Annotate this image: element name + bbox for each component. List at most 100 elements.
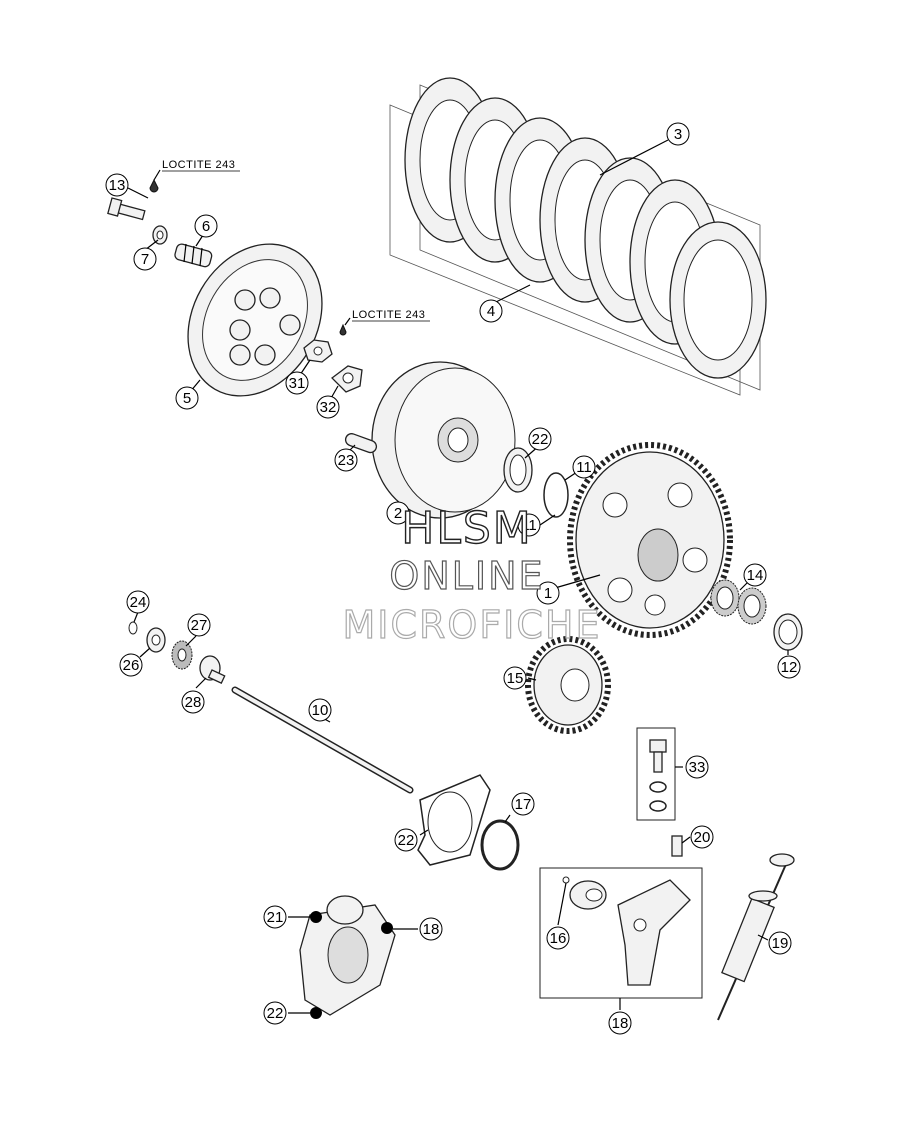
svg-text:7: 7 bbox=[141, 251, 149, 268]
bleed-nipple bbox=[671, 835, 683, 857]
callout-15: 15 bbox=[503, 666, 527, 690]
thrust-washer bbox=[503, 447, 533, 493]
callout-32: 32 bbox=[316, 395, 340, 419]
svg-text:4: 4 bbox=[487, 303, 495, 320]
watermark-line-3: MICROFICHE bbox=[342, 603, 601, 647]
callout-18: 19 bbox=[768, 931, 792, 955]
svg-text:31: 31 bbox=[289, 375, 306, 392]
callout-23: 22 bbox=[528, 427, 552, 451]
loctite-note-1: LOCTITE 243 bbox=[162, 159, 240, 172]
o-ring bbox=[480, 819, 520, 871]
needle-bearing-1 bbox=[710, 579, 740, 617]
loctite-note-2: LOCTITE 243 bbox=[352, 309, 430, 322]
small-circlip bbox=[128, 621, 138, 635]
thrust-bearing bbox=[171, 640, 193, 670]
svg-text:22: 22 bbox=[398, 832, 415, 849]
svg-text:14: 14 bbox=[747, 567, 764, 584]
clutch-plate-stack bbox=[389, 77, 767, 396]
callout-33: 33 bbox=[685, 755, 709, 779]
callout-26: 23 bbox=[334, 448, 358, 472]
svg-text:33: 33 bbox=[689, 759, 706, 776]
svg-text:26: 26 bbox=[123, 657, 140, 674]
callout-6: 6 bbox=[194, 214, 218, 238]
svg-text:17: 17 bbox=[515, 796, 532, 813]
svg-text:11: 11 bbox=[576, 459, 592, 476]
pin bbox=[344, 433, 378, 454]
loctite-drop-1 bbox=[149, 178, 159, 193]
clutch-bolt bbox=[107, 197, 146, 221]
seal-ring-2 bbox=[649, 800, 667, 812]
pressure-piece bbox=[199, 655, 226, 685]
callout-16: 18 bbox=[608, 1011, 632, 1035]
callout-13: 13 bbox=[105, 173, 129, 197]
callout-11-lower: 11 bbox=[517, 513, 541, 537]
inner-clutch-hub bbox=[371, 361, 516, 519]
svg-text:11: 11 bbox=[521, 517, 537, 534]
primary-gear bbox=[567, 442, 733, 638]
callout-22-upper: 21 bbox=[263, 905, 287, 929]
svg-text:28: 28 bbox=[185, 694, 202, 711]
callout-28: 26 bbox=[119, 653, 143, 677]
slave-cylinder bbox=[299, 895, 396, 1019]
svg-text:5: 5 bbox=[183, 390, 191, 407]
seal-ring-1 bbox=[649, 781, 667, 793]
bleeder-screw bbox=[649, 739, 667, 773]
svg-text:24: 24 bbox=[130, 594, 147, 611]
svg-text:12: 12 bbox=[781, 659, 798, 676]
diaphragm bbox=[562, 876, 607, 910]
spring-washer bbox=[152, 225, 168, 245]
callout-3: 3 bbox=[666, 122, 690, 146]
callout-31: 31 bbox=[285, 371, 309, 395]
svg-text:20: 20 bbox=[694, 829, 711, 846]
support-washer bbox=[773, 613, 803, 651]
svg-text:1: 1 bbox=[544, 585, 552, 602]
svg-text:22: 22 bbox=[532, 431, 549, 448]
svg-text:23: 23 bbox=[338, 452, 355, 469]
master-cylinder-frame bbox=[539, 867, 703, 999]
lock-washer bbox=[331, 365, 363, 393]
svg-text:LOCTITE 243: LOCTITE 243 bbox=[162, 159, 235, 171]
svg-text:3: 3 bbox=[674, 126, 682, 143]
callout-20: 20 bbox=[690, 825, 714, 849]
callout-24: 22 bbox=[394, 828, 418, 852]
gasket bbox=[417, 774, 491, 866]
pressure-plate bbox=[187, 243, 323, 397]
svg-text:13: 13 bbox=[109, 177, 126, 194]
callout-27: 24 bbox=[126, 590, 150, 614]
callout-30: 28 bbox=[181, 690, 205, 714]
svg-text:16: 16 bbox=[550, 930, 567, 947]
circlip bbox=[543, 472, 569, 518]
svg-text:6: 6 bbox=[202, 218, 210, 235]
callout-10: 10 bbox=[308, 698, 332, 722]
svg-text:10: 10 bbox=[312, 702, 329, 719]
needle-bearing-2 bbox=[737, 587, 767, 625]
callout-19: 16 bbox=[546, 926, 570, 950]
callout-12: 12 bbox=[777, 655, 801, 679]
callout-14: 14 bbox=[743, 563, 767, 587]
svg-text:LOCTITE 243: LOCTITE 243 bbox=[352, 309, 425, 321]
svg-text:2: 2 bbox=[394, 505, 402, 522]
callout-11-upper: 11 bbox=[572, 455, 596, 479]
push-rod bbox=[231, 686, 414, 794]
bleeding-syringe bbox=[717, 853, 795, 1021]
svg-text:18: 18 bbox=[423, 921, 440, 938]
bleeder-set-frame bbox=[636, 727, 676, 821]
shim-washer bbox=[146, 627, 166, 653]
idler-gear bbox=[525, 636, 611, 734]
callout-4: 4 bbox=[479, 299, 503, 323]
svg-text:32: 32 bbox=[320, 399, 337, 416]
svg-text:18: 18 bbox=[612, 1015, 629, 1032]
callout-29: 27 bbox=[187, 613, 211, 637]
svg-text:21: 21 bbox=[267, 909, 284, 926]
callout-2: 2 bbox=[386, 501, 410, 525]
callout-17: 17 bbox=[511, 792, 535, 816]
master-cylinder-body bbox=[617, 879, 691, 986]
callout-5: 5 bbox=[175, 386, 199, 410]
callout-22-lower: 22 bbox=[263, 1001, 287, 1025]
svg-text:22: 22 bbox=[267, 1005, 284, 1022]
hex-nut bbox=[303, 339, 333, 363]
friction-plates bbox=[404, 77, 767, 379]
svg-text:19: 19 bbox=[772, 935, 789, 952]
